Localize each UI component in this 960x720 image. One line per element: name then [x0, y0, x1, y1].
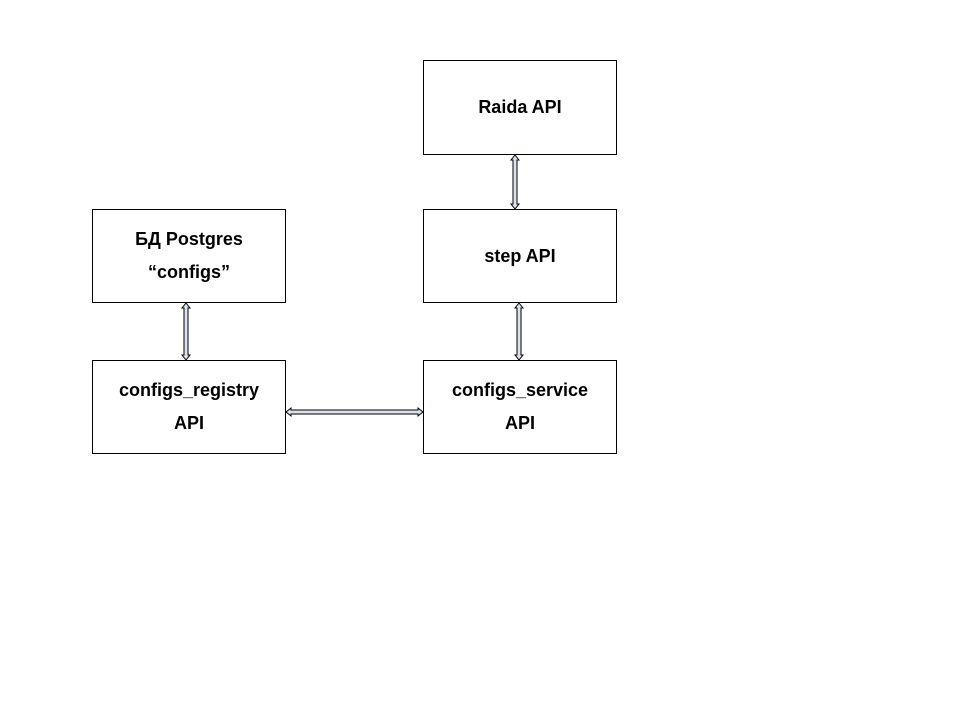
- step-api-label: step API: [484, 245, 556, 266]
- configs-service-api-label: API: [504, 413, 535, 433]
- step-api-node: step API: [423, 209, 617, 303]
- postgres-db-node: БД Postgres “configs”: [92, 209, 286, 303]
- configs-registry-label: configs_registry: [118, 380, 260, 400]
- edge-postgres-registry-double-arrow: [180, 302, 192, 361]
- configs-registry-api-node: configs_registry API: [92, 360, 286, 454]
- raida-api-node: Raida API: [423, 60, 617, 155]
- edge-registry-service-double-arrow: [285, 406, 424, 418]
- edge-raida-step-double-arrow: [509, 154, 521, 210]
- configs-service-api-node: configs_service API: [423, 360, 617, 454]
- postgres-db-name-label: “configs”: [147, 262, 230, 282]
- raida-api-label: Raida API: [478, 97, 562, 117]
- configs-registry-api-label: API: [173, 413, 204, 433]
- edge-step-service-double-arrow: [513, 302, 525, 361]
- configs-service-label: configs_service: [451, 380, 589, 400]
- postgres-db-label: БД Postgres: [135, 229, 243, 249]
